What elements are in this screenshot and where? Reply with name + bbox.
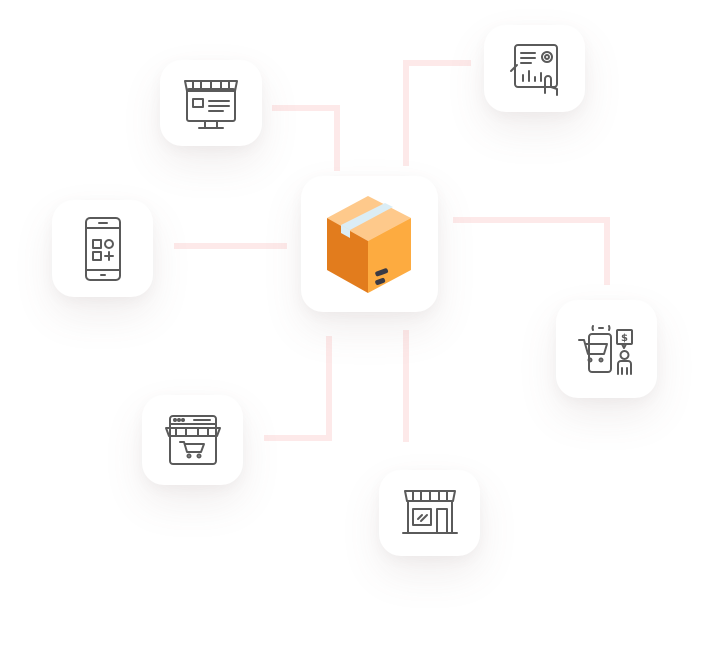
package-box-icon [327,196,411,293]
mobile-cart-payment-icon: $ [577,325,633,375]
connector-line [403,330,409,442]
mobile-apps-card [52,200,153,297]
center-package-card [301,176,438,312]
web-shop-cart-icon [164,415,221,465]
dashboard-settings-touch-icon [509,43,558,96]
storefront-icon [401,490,458,534]
mobile-payment-card: $ [556,300,657,398]
connector-line [264,435,332,441]
connector-line [453,217,610,223]
online-store-card [160,60,262,146]
connector-line [174,243,287,249]
dashboard-settings-card [484,25,585,112]
connector-line [334,105,340,171]
connector-line [326,336,332,441]
mobile-apps-icon [84,216,121,281]
connector-line [272,105,340,111]
connector-line [604,217,610,285]
web-shop-card [142,395,243,485]
online-store-monitor-icon [184,80,238,129]
connector-line [403,60,409,166]
connector-line [403,60,471,66]
storefront-card [379,470,480,556]
dollar-symbol: $ [621,333,628,344]
